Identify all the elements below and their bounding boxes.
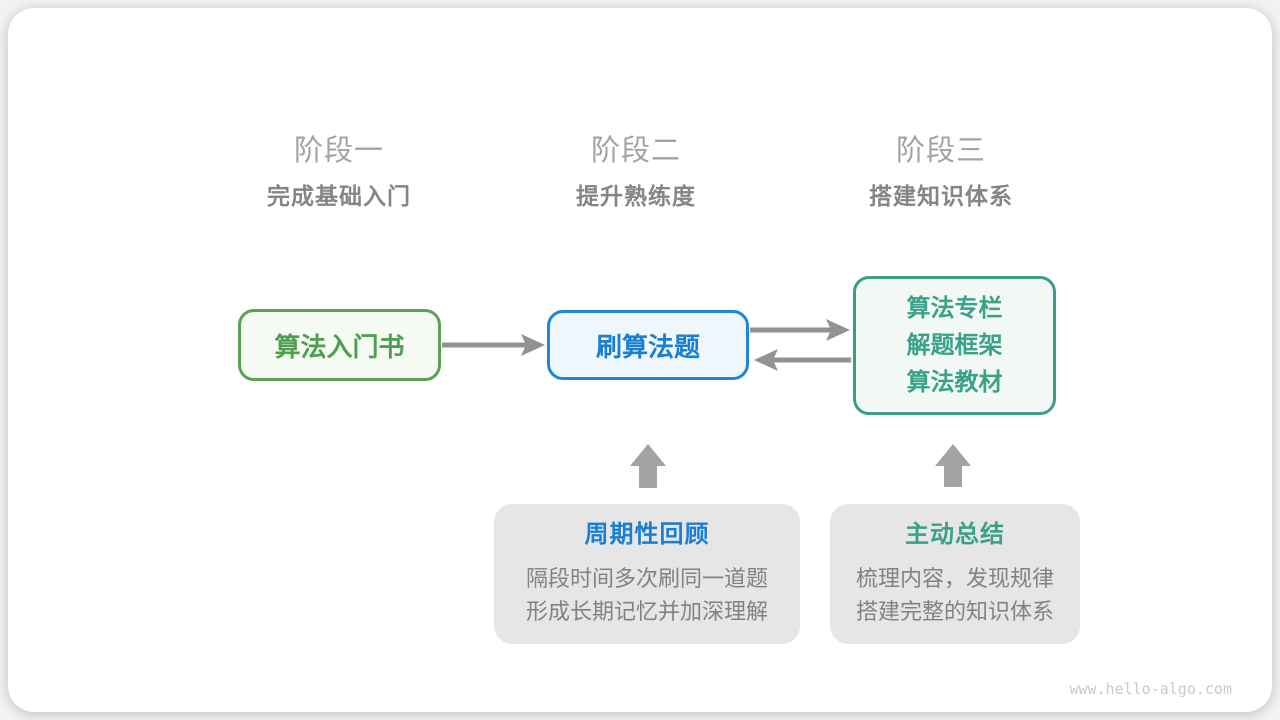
node-resources-line-3: 算法教材 <box>906 369 1003 396</box>
stage-1-header: 阶段一 完成基础入门 <box>189 134 489 210</box>
stage-3-label: 阶段三 <box>895 135 986 167</box>
node-resources-line-1: 算法专栏 <box>906 295 1003 322</box>
node-practice-problems: 刷算法题 <box>547 310 749 380</box>
stage-3-sublabel: 搭建知识体系 <box>869 183 1013 209</box>
diagram-card: 阶段一 完成基础入门 阶段二 提升熟练度 阶段三 搭建知识体系 算法入门书 刷算… <box>8 8 1272 712</box>
arrow-resources-to-practice <box>754 349 851 371</box>
note-active-summary-line-1: 梳理内容，发现规律 <box>855 566 1054 591</box>
note-active-summary-body: 梳理内容，发现规律 搭建完整的知识体系 <box>830 562 1080 628</box>
watermark: www.hello-algo.com <box>1069 680 1232 698</box>
note-periodic-review: 周期性回顾 隔段时间多次刷同一道题 形成长期记忆并加深理解 <box>494 504 800 644</box>
node-intro-book: 算法入门书 <box>238 309 441 381</box>
stage-1-label: 阶段一 <box>293 135 384 167</box>
stage-1-sublabel: 完成基础入门 <box>267 183 411 209</box>
note-periodic-review-title: 周期性回顾 <box>584 521 710 548</box>
note-active-summary-title: 主动总结 <box>905 521 1005 548</box>
note-periodic-review-line-2: 形成长期记忆并加深理解 <box>525 599 768 624</box>
arrow-intro-to-practice <box>442 334 545 356</box>
note-active-summary: 主动总结 梳理内容，发现规律 搭建完整的知识体系 <box>830 504 1080 644</box>
note-periodic-review-body: 隔段时间多次刷同一道题 形成长期记忆并加深理解 <box>494 562 800 628</box>
up-arrow-active-summary <box>935 444 971 487</box>
stage-3-header: 阶段三 搭建知识体系 <box>791 134 1091 210</box>
node-resources-line-2: 解题框架 <box>906 332 1003 359</box>
up-arrow-periodic-review <box>630 444 666 488</box>
arrow-practice-to-resources <box>750 319 850 341</box>
note-active-summary-line-2: 搭建完整的知识体系 <box>855 599 1054 624</box>
stage-2-sublabel: 提升熟练度 <box>576 183 696 209</box>
node-intro-book-label: 算法入门书 <box>274 331 405 362</box>
stage-2-header: 阶段二 提升熟练度 <box>486 134 786 210</box>
node-practice-problems-label: 刷算法题 <box>595 331 700 362</box>
note-periodic-review-line-1: 隔段时间多次刷同一道题 <box>525 566 768 591</box>
node-knowledge-resources: 算法专栏 解题框架 算法教材 <box>853 276 1056 415</box>
stage-2-label: 阶段二 <box>590 135 681 167</box>
